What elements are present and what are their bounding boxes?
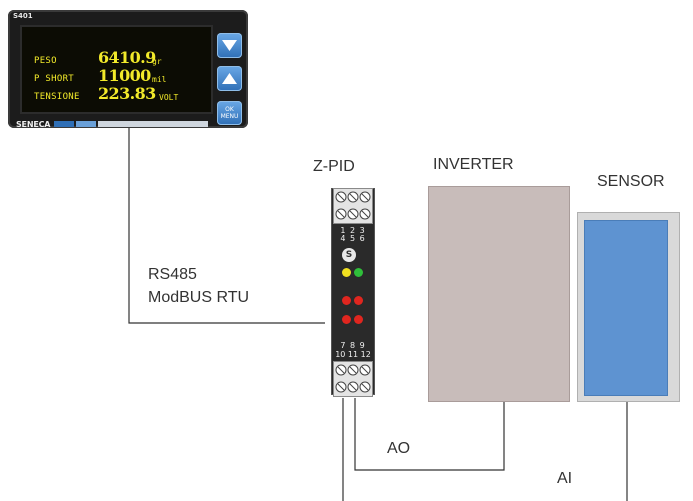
bottom-terminal-numbers-row2: 10 11 12 [335,350,371,359]
brand-stripe-light [98,121,208,127]
led-red [354,315,363,324]
sensor-label: SENSOR [597,173,665,190]
led-green [354,268,363,277]
brand-logo: SENECA [16,120,51,129]
led-red [354,296,363,305]
led-yellow [342,268,351,277]
operator-display: S401 PESO 6410.9 gr P SHORT 11000 mil TE… [8,10,248,129]
module-label: Z-PID [313,158,355,175]
row-label: PESO [34,56,57,66]
down-button[interactable] [217,33,242,58]
top-terminal-numbers-row1: 1 2 3 [340,226,366,235]
up-button[interactable] [217,66,242,91]
sensor-box [584,220,668,396]
ao-wire [354,398,505,471]
modbus-label: ModBUS RTU [148,289,250,306]
row-unit: mil [152,75,167,84]
display-screen: PESO 6410.9 gr P SHORT 11000 mil TENSION… [20,25,213,114]
top-terminal-numbers-row2: 4 5 6 [340,234,366,243]
brand-stripe-dark [54,121,74,127]
rs485-label: RS485 [148,266,197,283]
led-red [342,296,351,305]
brand-stripe-mid [76,121,96,127]
inverter-box [428,186,570,402]
chevron-up-icon [222,73,237,84]
bottom-screw-terminals [335,364,371,393]
rs485-wire [128,127,325,324]
ai-label: AI [557,470,573,487]
row-unit: VOLT [159,93,179,102]
top-screw-terminals [335,191,371,220]
chevron-down-icon [222,40,237,51]
ao-label: AO [387,440,411,457]
row-unit: gr [152,57,162,66]
row-label: TENSIONE [34,92,80,102]
seneca-logo-icon: S [342,248,356,262]
bottom-terminal-numbers-row1: 7 8 9 [340,341,366,350]
display-model-label: S401 [13,12,33,20]
ok-menu-button[interactable]: OK MENU [217,101,242,125]
row-value: 223.83 [98,84,156,103]
row-label: P SHORT [34,74,75,84]
row-value: 6410.9 [98,48,156,67]
ok-label: OK [225,106,234,113]
row-value: 11000 [98,66,151,85]
inverter-label: INVERTER [433,156,514,173]
menu-label: MENU [220,113,239,120]
led-red [342,315,351,324]
